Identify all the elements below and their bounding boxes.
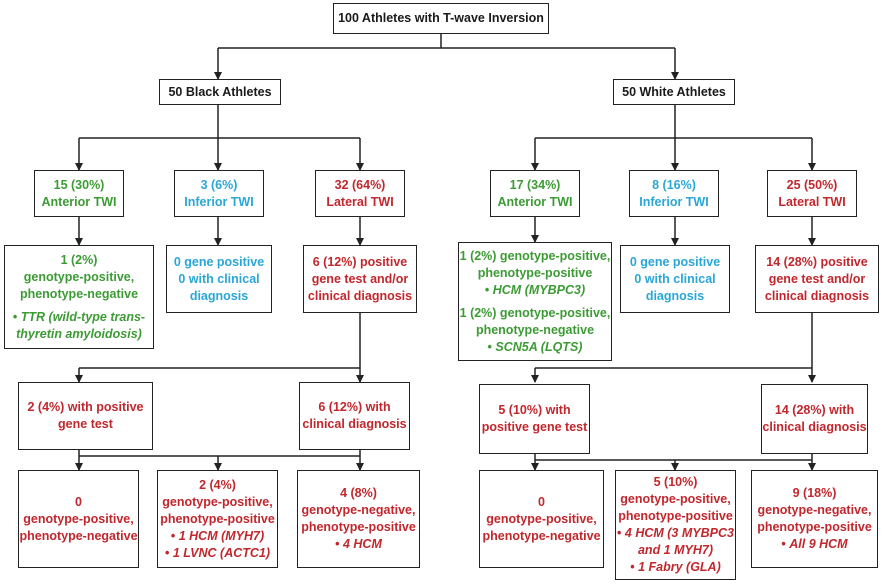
black-lateral-label: Lateral TWI bbox=[326, 194, 394, 209]
white-outcome-gpp-bullet: 1 Fabry (GLA) bbox=[630, 559, 721, 576]
white-lateral-result-node: 14 (28%) positive gene test and/or clini… bbox=[755, 245, 879, 313]
black-anterior-result-line: phenotype-negative bbox=[19, 286, 139, 301]
white-anterior-result-line: 1 (2%) genotype-positive, bbox=[459, 305, 611, 320]
black-outcome-gpn-line: genotype-positive, bbox=[23, 511, 134, 526]
white-gene-test-node: 5 (10%) with positive gene test bbox=[479, 384, 590, 454]
black-anterior-result-line: genotype-positive, bbox=[23, 269, 135, 284]
black-anterior-result-bullet: TTR (wild-type trans- bbox=[13, 309, 145, 326]
black-inferior-count: 3 (6%) bbox=[200, 177, 238, 192]
black-inferior-result-line: 0 with clinical bbox=[178, 271, 260, 286]
white-outcome-gnp-line: genotype-negative, bbox=[757, 503, 872, 517]
white-inferior-label: Inferior TWI bbox=[639, 194, 709, 209]
white-athletes-label: 50 White Athletes bbox=[622, 84, 726, 99]
black-outcome-gnp-bullet: 4 HCM bbox=[335, 536, 382, 553]
black-anterior-label: Anterior TWI bbox=[41, 194, 117, 209]
black-athletes-label: 50 Black Athletes bbox=[168, 84, 272, 99]
white-outcome-gpp-bullet-cont: and 1 MYH7) bbox=[637, 543, 713, 557]
white-anterior-result-line: phenotype-positive bbox=[477, 265, 593, 280]
black-clinical-line: 6 (12%) with bbox=[318, 400, 391, 414]
black-outcome-gnp-line: phenotype-positive bbox=[301, 520, 416, 534]
black-outcome-gpp-node: 2 (4%) genotype-positive, phenotype-posi… bbox=[157, 470, 278, 568]
black-clinical-node: 6 (12%) with clinical diagnosis bbox=[299, 382, 410, 450]
black-athletes-node: 50 Black Athletes bbox=[159, 79, 281, 105]
white-clinical-line: clinical diagnosis bbox=[762, 420, 867, 434]
black-anterior-result-node: 1 (2%) genotype-positive, phenotype-nega… bbox=[4, 245, 154, 349]
white-anterior-result-bullet: HCM (MYBPC3) bbox=[485, 282, 585, 299]
white-lateral-count: 25 (50%) bbox=[786, 177, 838, 192]
white-outcome-gpp-node: 5 (10%) genotype-positive, phenotype-pos… bbox=[615, 470, 736, 580]
white-inferior-count: 8 (16%) bbox=[652, 177, 696, 192]
black-gene-test-line: 2 (4%) with positive bbox=[27, 400, 144, 414]
white-outcome-gnp-node: 9 (18%) genotype-negative, phenotype-pos… bbox=[751, 470, 878, 568]
white-anterior-result-line: phenotype-negative bbox=[475, 322, 595, 337]
white-anterior-result-bullet: SCN5A (LQTS) bbox=[488, 339, 582, 356]
black-outcome-gnp-line: 4 (8%) bbox=[340, 486, 377, 500]
white-outcome-gpp-line: phenotype-positive bbox=[618, 509, 733, 523]
root-title: 100 Athletes with T-wave Inversion bbox=[338, 11, 544, 25]
white-outcome-gpp-line: 5 (10%) bbox=[653, 475, 698, 489]
white-outcome-gpn-node: 0 genotype-positive, phenotype-negative bbox=[479, 470, 604, 568]
white-outcome-gnp-line: phenotype-positive bbox=[757, 520, 872, 534]
white-lateral-result-line: 14 (28%) positive bbox=[766, 254, 868, 269]
black-lateral-result-node: 6 (12%) positive gene test and/or clinic… bbox=[303, 245, 417, 313]
black-outcome-gpp-bullet: 1 HCM (MYH7) bbox=[171, 528, 264, 545]
black-inferior-twi-node: 3 (6%) Inferior TWI bbox=[174, 170, 264, 217]
white-lateral-label: Lateral TWI bbox=[778, 194, 846, 209]
black-inferior-label: Inferior TWI bbox=[184, 194, 254, 209]
black-lateral-twi-node: 32 (64%) Lateral TWI bbox=[315, 170, 405, 217]
white-anterior-result-node: 1 (2%) genotype-positive, phenotype-posi… bbox=[458, 242, 612, 361]
black-lateral-count: 32 (64%) bbox=[334, 177, 386, 192]
white-anterior-twi-node: 17 (34%) Anterior TWI bbox=[490, 170, 580, 217]
black-anterior-count: 15 (30%) bbox=[53, 177, 105, 192]
black-anterior-result-bullet-cont: thyretin amyloidosis) bbox=[16, 326, 142, 341]
black-outcome-gnp-line: genotype-negative, bbox=[301, 503, 416, 517]
white-anterior-result-line: 1 (2%) genotype-positive, bbox=[459, 248, 611, 263]
black-anterior-result-line: 1 (2%) bbox=[60, 252, 98, 267]
white-outcome-gpp-bullet: 4 HCM (3 MYBPC3 bbox=[617, 525, 734, 542]
white-gene-test-line: positive gene test bbox=[481, 420, 588, 434]
white-anterior-count: 17 (34%) bbox=[509, 177, 561, 192]
white-outcome-gpn-line: genotype-positive, bbox=[486, 511, 597, 526]
black-outcome-gnp-node: 4 (8%) genotype-negative, phenotype-posi… bbox=[297, 470, 420, 568]
black-outcome-gpp-line: genotype-positive, bbox=[162, 494, 273, 509]
black-outcome-gpn-node: 0 genotype-positive, phenotype-negative bbox=[18, 470, 139, 568]
black-lateral-result-line: 6 (12%) positive bbox=[312, 254, 408, 269]
white-inferior-result-line: diagnosis bbox=[645, 288, 705, 303]
black-outcome-gpn-line: phenotype-negative bbox=[19, 528, 138, 543]
black-outcome-gpn-line: 0 bbox=[75, 494, 82, 509]
white-inferior-result-node: 0 gene positive 0 with clinical diagnosi… bbox=[620, 245, 730, 313]
black-clinical-line: clinical diagnosis bbox=[302, 417, 407, 431]
black-outcome-gpp-bullet: 1 LVNC (ACTC1) bbox=[165, 545, 270, 562]
white-clinical-line: 14 (28%) with bbox=[774, 403, 855, 417]
white-inferior-twi-node: 8 (16%) Inferior TWI bbox=[629, 170, 719, 217]
white-inferior-result-line: 0 with clinical bbox=[634, 271, 716, 286]
root-node: 100 Athletes with T-wave Inversion bbox=[333, 3, 549, 34]
white-lateral-result-line: gene test and/or bbox=[768, 271, 866, 286]
white-lateral-result-line: clinical diagnosis bbox=[764, 288, 870, 303]
white-outcome-gpn-line: 0 bbox=[538, 494, 545, 509]
black-inferior-result-line: diagnosis bbox=[189, 288, 249, 303]
black-inferior-result-line: 0 gene positive bbox=[173, 254, 265, 269]
white-outcome-gpn-line: phenotype-negative bbox=[482, 528, 601, 543]
black-outcome-gpp-line: 2 (4%) bbox=[199, 477, 236, 492]
black-gene-test-node: 2 (4%) with positive gene test bbox=[18, 382, 153, 450]
white-gene-test-line: 5 (10%) with bbox=[498, 403, 571, 417]
white-lateral-twi-node: 25 (50%) Lateral TWI bbox=[767, 170, 857, 217]
black-anterior-twi-node: 15 (30%) Anterior TWI bbox=[34, 170, 124, 217]
black-lateral-result-line: clinical diagnosis bbox=[307, 288, 413, 303]
black-lateral-result-line: gene test and/or bbox=[311, 271, 409, 286]
white-clinical-node: 14 (28%) with clinical diagnosis bbox=[761, 384, 868, 454]
white-inferior-result-line: 0 gene positive bbox=[629, 254, 721, 269]
black-inferior-result-node: 0 gene positive 0 with clinical diagnosi… bbox=[166, 245, 272, 313]
white-outcome-gnp-line: 9 (18%) bbox=[792, 486, 837, 500]
black-gene-test-line: gene test bbox=[58, 417, 113, 431]
black-outcome-gpp-line: phenotype-positive bbox=[160, 511, 275, 526]
white-athletes-node: 50 White Athletes bbox=[613, 79, 735, 105]
white-outcome-gnp-bullet: All 9 HCM bbox=[781, 536, 847, 553]
white-outcome-gpp-line: genotype-positive, bbox=[620, 492, 731, 506]
white-anterior-label: Anterior TWI bbox=[497, 194, 573, 209]
